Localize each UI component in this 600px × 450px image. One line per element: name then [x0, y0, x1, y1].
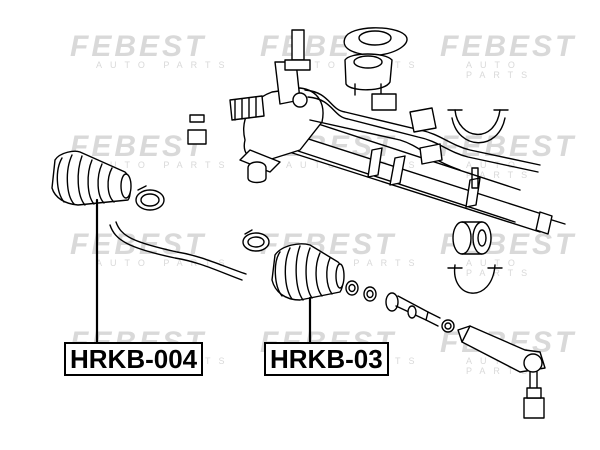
gearbox-body — [229, 29, 324, 173]
u-bracket-lower — [447, 264, 503, 294]
boot-clamp — [135, 185, 165, 211]
rack-boot-right — [271, 243, 345, 301]
rack-bushing — [452, 221, 492, 255]
rack-boot-left — [51, 150, 132, 206]
tie-rod-end — [457, 325, 546, 419]
part-number-label-right: HRKB-03 — [264, 342, 389, 376]
rack-mount-rubber — [343, 27, 408, 96]
mount-clamp — [371, 93, 443, 165]
leader-line — [95, 198, 312, 344]
bolt — [187, 114, 479, 189]
inner-tie-rod — [385, 292, 441, 327]
u-bracket — [447, 109, 509, 144]
boot-clamp — [242, 229, 270, 252]
part-number-label-left: HRKB-004 — [64, 342, 204, 376]
breather-tube — [109, 221, 247, 281]
steering-rack-housing — [257, 117, 566, 235]
lock-nut — [441, 319, 455, 333]
washer-ring — [345, 280, 377, 302]
